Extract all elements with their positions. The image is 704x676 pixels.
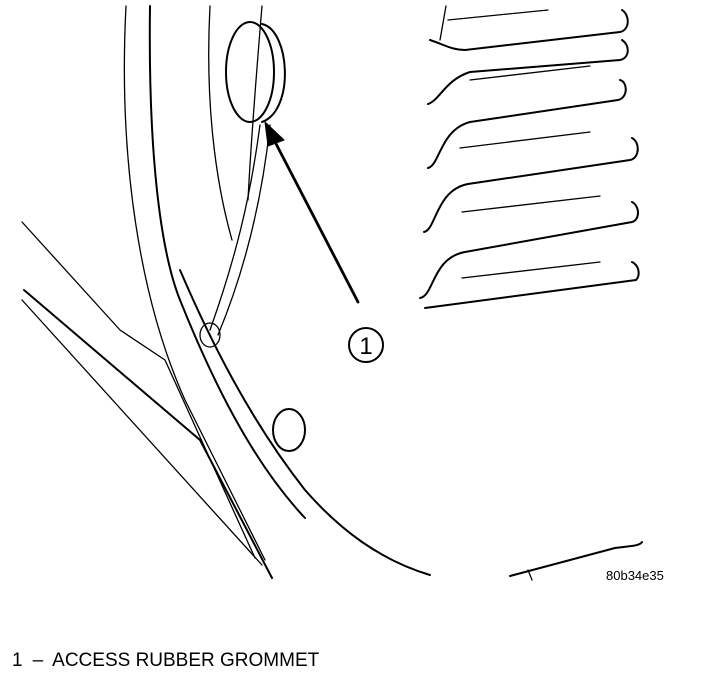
grille-rib-shade-4 bbox=[461, 195, 601, 213]
lower-grommet-hole bbox=[272, 408, 306, 452]
panel-edge-curve-inner bbox=[179, 269, 431, 576]
grille-rib-1 bbox=[429, 9, 629, 51]
grille-rib-3 bbox=[427, 79, 627, 169]
diagram-illustration: 1 bbox=[21, 5, 643, 581]
lower-frame-line bbox=[23, 289, 273, 579]
grommet-guide-line-2 bbox=[217, 124, 271, 336]
legend-text: ACCESS RUBBER GROMMET bbox=[52, 650, 320, 671]
grille-rib-shade-2 bbox=[469, 65, 591, 81]
panel-contour-line bbox=[247, 5, 263, 201]
grille-rib-5 bbox=[419, 201, 639, 299]
panel-edge-curve bbox=[123, 5, 266, 561]
diagram-drawing: 1 bbox=[21, 5, 643, 581]
small-grommet-hole bbox=[199, 322, 221, 348]
grille-rib-shade-3 bbox=[459, 131, 591, 149]
callout-circle bbox=[348, 327, 384, 363]
grille-rib-shade-1 bbox=[447, 9, 549, 21]
access-rubber-grommet bbox=[225, 21, 275, 123]
access-rubber-grommet-rim bbox=[261, 23, 286, 123]
figure-id: 80b34e35 bbox=[606, 568, 664, 583]
lower-frame-line-thin bbox=[21, 221, 256, 559]
legend-item: 1–ACCESS RUBBER GROMMET bbox=[12, 650, 319, 672]
panel-edge-curve-outer bbox=[148, 5, 306, 519]
grille-rib-shade-5 bbox=[461, 261, 601, 279]
lower-frame-diagonal bbox=[21, 299, 263, 566]
grille-rib-2 bbox=[427, 39, 629, 105]
grille-rib-6 bbox=[424, 261, 640, 309]
grille-left-edge bbox=[439, 5, 447, 41]
lower-trim-tick bbox=[527, 569, 533, 581]
grommet-guide-line bbox=[209, 124, 261, 331]
legend-separator: – bbox=[32, 650, 44, 671]
panel-inner-line bbox=[208, 5, 233, 241]
grille-rib-4 bbox=[423, 137, 639, 233]
lower-trim-line bbox=[509, 541, 643, 577]
legend-number: 1 bbox=[12, 650, 23, 671]
callout-arrow-shaft bbox=[270, 134, 360, 304]
callout-number: 1 bbox=[359, 333, 372, 360]
callout-arrowhead bbox=[264, 121, 285, 147]
